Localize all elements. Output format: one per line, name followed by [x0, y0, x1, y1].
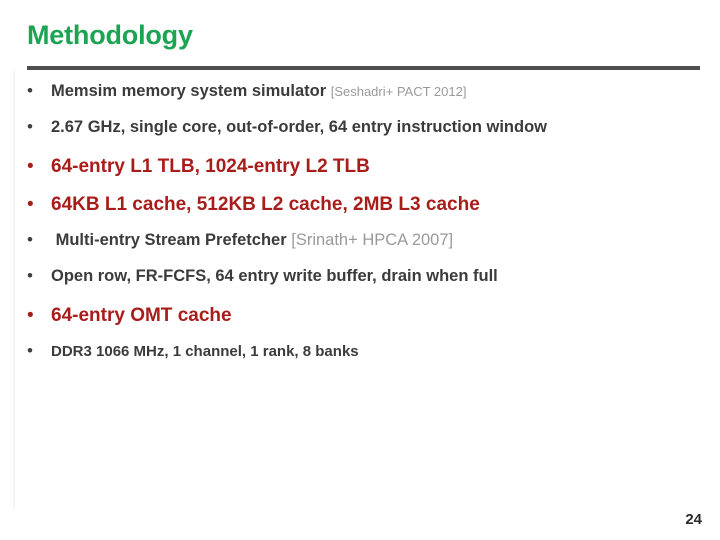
bullet-icon: • [27, 230, 33, 249]
citation-label: [Srinath+ HPCA 2007] [291, 231, 454, 249]
list-item-highlighted: • 64-entry OMT cache [0, 305, 720, 342]
bullet-icon: • [27, 117, 33, 136]
list-item: • DDR3 1066 MHz, 1 channel, 1 rank, 8 ba… [0, 342, 720, 374]
list-item: • Multi-entry Stream Prefetcher [Srinath… [0, 231, 720, 267]
list-item: • Open row, FR-FCFS, 64 entry write buff… [0, 267, 720, 305]
list-item-label: DDR3 1066 MHz, 1 channel, 1 rank, 8 bank… [51, 343, 359, 360]
list-item-label: 64-entry OMT cache [51, 305, 232, 326]
list-item-label: Open row, FR-FCFS, 64 entry write buffer… [51, 267, 498, 285]
list-item-text: 64-entry OMT cache [51, 305, 720, 327]
bullet-icon: • [27, 156, 34, 177]
list-item: • 2.67 GHz, single core, out-of-order, 6… [0, 118, 720, 156]
bullet-icon: • [27, 81, 33, 100]
list-item-text: Memsim memory system simulator [Seshadri… [51, 82, 720, 101]
list-item-label: 2.67 GHz, single core, out-of-order, 64 … [51, 118, 547, 136]
bullet-list: • Memsim memory system simulator [Seshad… [0, 82, 720, 374]
list-item-text: Multi-entry Stream Prefetcher [Srinath+ … [51, 231, 720, 250]
list-item-text: DDR3 1066 MHz, 1 channel, 1 rank, 8 bank… [51, 343, 720, 360]
list-item-label: 64-entry L1 TLB, 1024-entry L2 TLB [51, 156, 370, 177]
list-item-text: 64KB L1 cache, 512KB L2 cache, 2MB L3 ca… [51, 194, 720, 216]
list-item: • Memsim memory system simulator [Seshad… [0, 82, 720, 118]
bullet-icon: • [27, 305, 34, 326]
page-number: 24 [685, 511, 702, 528]
left-accent-bar [13, 70, 15, 510]
list-item-text: 64-entry L1 TLB, 1024-entry L2 TLB [51, 156, 720, 178]
list-item-label: Multi-entry Stream Prefetcher [51, 231, 292, 249]
list-item-highlighted: • 64-entry L1 TLB, 1024-entry L2 TLB [0, 156, 720, 194]
page-title: Methodology [27, 20, 193, 50]
list-item-highlighted: • 64KB L1 cache, 512KB L2 cache, 2MB L3 … [0, 194, 720, 231]
list-item-text: 2.67 GHz, single core, out-of-order, 64 … [51, 118, 720, 137]
bullet-icon: • [27, 341, 33, 360]
list-item-text: Open row, FR-FCFS, 64 entry write buffer… [51, 267, 720, 286]
bullet-icon: • [27, 194, 34, 215]
citation-label: [Seshadri+ PACT 2012] [330, 84, 467, 99]
bullet-icon: • [27, 266, 33, 285]
list-item-label: Memsim memory system simulator [51, 82, 331, 100]
title-divider [27, 66, 700, 70]
list-item-label: 64KB L1 cache, 512KB L2 cache, 2MB L3 ca… [51, 194, 480, 215]
